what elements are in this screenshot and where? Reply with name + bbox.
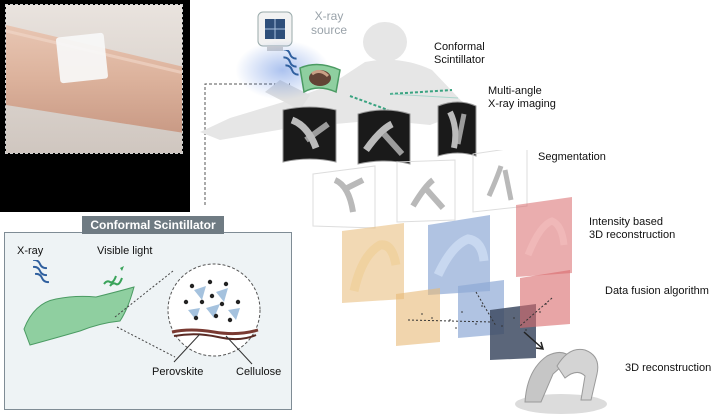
intensity-panels [342,197,572,303]
inset-zoom-lines [114,270,176,358]
inset-xray-icon [32,260,50,284]
photo-panel [0,0,190,212]
intensity-label-2: 3D reconstruction [589,229,676,241]
projection-beams [349,89,459,111]
inset-title: Conformal Scintillator [82,216,224,234]
conformal-scintillator-label-1: Conformal [434,41,485,53]
xray-source-label-1: X-ray [314,9,344,23]
inset-xray-label: X-ray [17,245,44,257]
xray-image-1 [282,106,337,163]
knee-with-scintillator [299,63,341,94]
inset-film [23,286,135,346]
reconstruction-label: 3D reconstruction [625,362,712,374]
inset-pointer-lines [173,333,253,365]
inset-perovskite-label: Perovskite [152,366,204,378]
xray-source-device [255,10,295,52]
inset-visible-light-label: Visible light [97,245,153,257]
multi-angle-label-1: Multi-angle [488,85,542,97]
data-fusion-label: Data fusion algorithm [605,285,709,297]
multi-angle-label-2: X-ray imaging [488,98,556,110]
inset-zoom-circle [167,263,261,357]
arm-photo [5,4,183,154]
arm-photo-image [6,5,182,153]
xray-source-label-2: source [310,23,348,37]
inset-light-icon [103,266,124,287]
reconstruction-arrow-icon [523,331,545,350]
xray-image-3 [437,101,477,157]
inset-cellulose-label: Cellulose [236,366,282,378]
scintillator-film [56,32,108,84]
reconstruction-model [515,348,607,414]
segmentation-label: Segmentation [538,151,606,163]
xray-images [282,101,477,165]
conformal-scintillator-label-2: Scintillator [434,54,485,66]
intensity-label-1: Intensity based [589,216,663,228]
xray-wave-icon [283,50,299,76]
xray-image-2 [357,109,411,165]
data-fusion-panels [396,270,570,360]
